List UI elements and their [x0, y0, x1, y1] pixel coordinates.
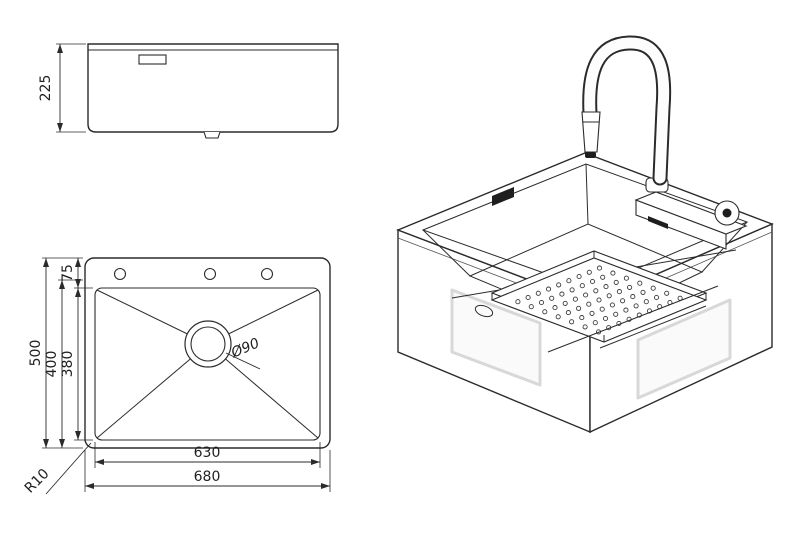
- waterfall-module: [634, 191, 748, 250]
- tray-rail-front: [547, 285, 719, 353]
- dim-label-500: 500: [28, 340, 44, 367]
- dim-label-380: 380: [60, 351, 76, 378]
- drain-inner-circle: [190, 326, 226, 362]
- dimension-500: 500: [28, 257, 83, 449]
- drain-fitting: [203, 131, 221, 139]
- colander-tray: [474, 250, 708, 343]
- dim-label-680: 680: [194, 469, 221, 485]
- faucet-hole-left: [113, 267, 127, 281]
- module-top-face: [634, 191, 748, 235]
- dim-label-630: 630: [194, 445, 221, 461]
- dim-label-225: 225: [38, 75, 54, 102]
- spray-head-tip: [585, 152, 596, 158]
- isometric-view: [396, 35, 774, 434]
- faucet: [581, 35, 672, 193]
- faucet-hose: [584, 37, 670, 184]
- dim-label-400: 400: [44, 351, 60, 378]
- spray-head: [581, 111, 601, 153]
- dimension-225: 225: [38, 43, 86, 133]
- waterfall-outlet: [648, 216, 668, 229]
- control-knob-center: [722, 208, 732, 218]
- dimension-400: 400: [44, 279, 83, 448]
- tray-holes: [515, 265, 683, 335]
- overflow-hole: [138, 54, 167, 65]
- overflow-slot: [492, 187, 514, 206]
- faucet-hole-right: [260, 267, 274, 281]
- corner-radius-callout: R10: [22, 442, 92, 497]
- basin-edge-back: [585, 163, 589, 225]
- left-face-panel: [450, 288, 542, 387]
- dimension-680: 680: [84, 450, 331, 492]
- dimension-75: 75: [60, 258, 81, 288]
- side-view-outline: [87, 43, 339, 133]
- side-view: 225: [38, 43, 339, 139]
- tray-rail-front-2: [599, 305, 707, 349]
- basin-edge-left: [422, 229, 471, 277]
- drain-outer-circle: [184, 320, 232, 368]
- right-face-panel: [636, 298, 732, 400]
- dimension-630: 630: [94, 442, 321, 468]
- dimension-380: 380: [60, 287, 93, 441]
- faucet-hole-center: [203, 267, 217, 281]
- plan-view: Ø90 500 400 380 75 630: [22, 257, 331, 497]
- tray-handle: [474, 304, 494, 318]
- dim-label-75: 75: [60, 264, 76, 282]
